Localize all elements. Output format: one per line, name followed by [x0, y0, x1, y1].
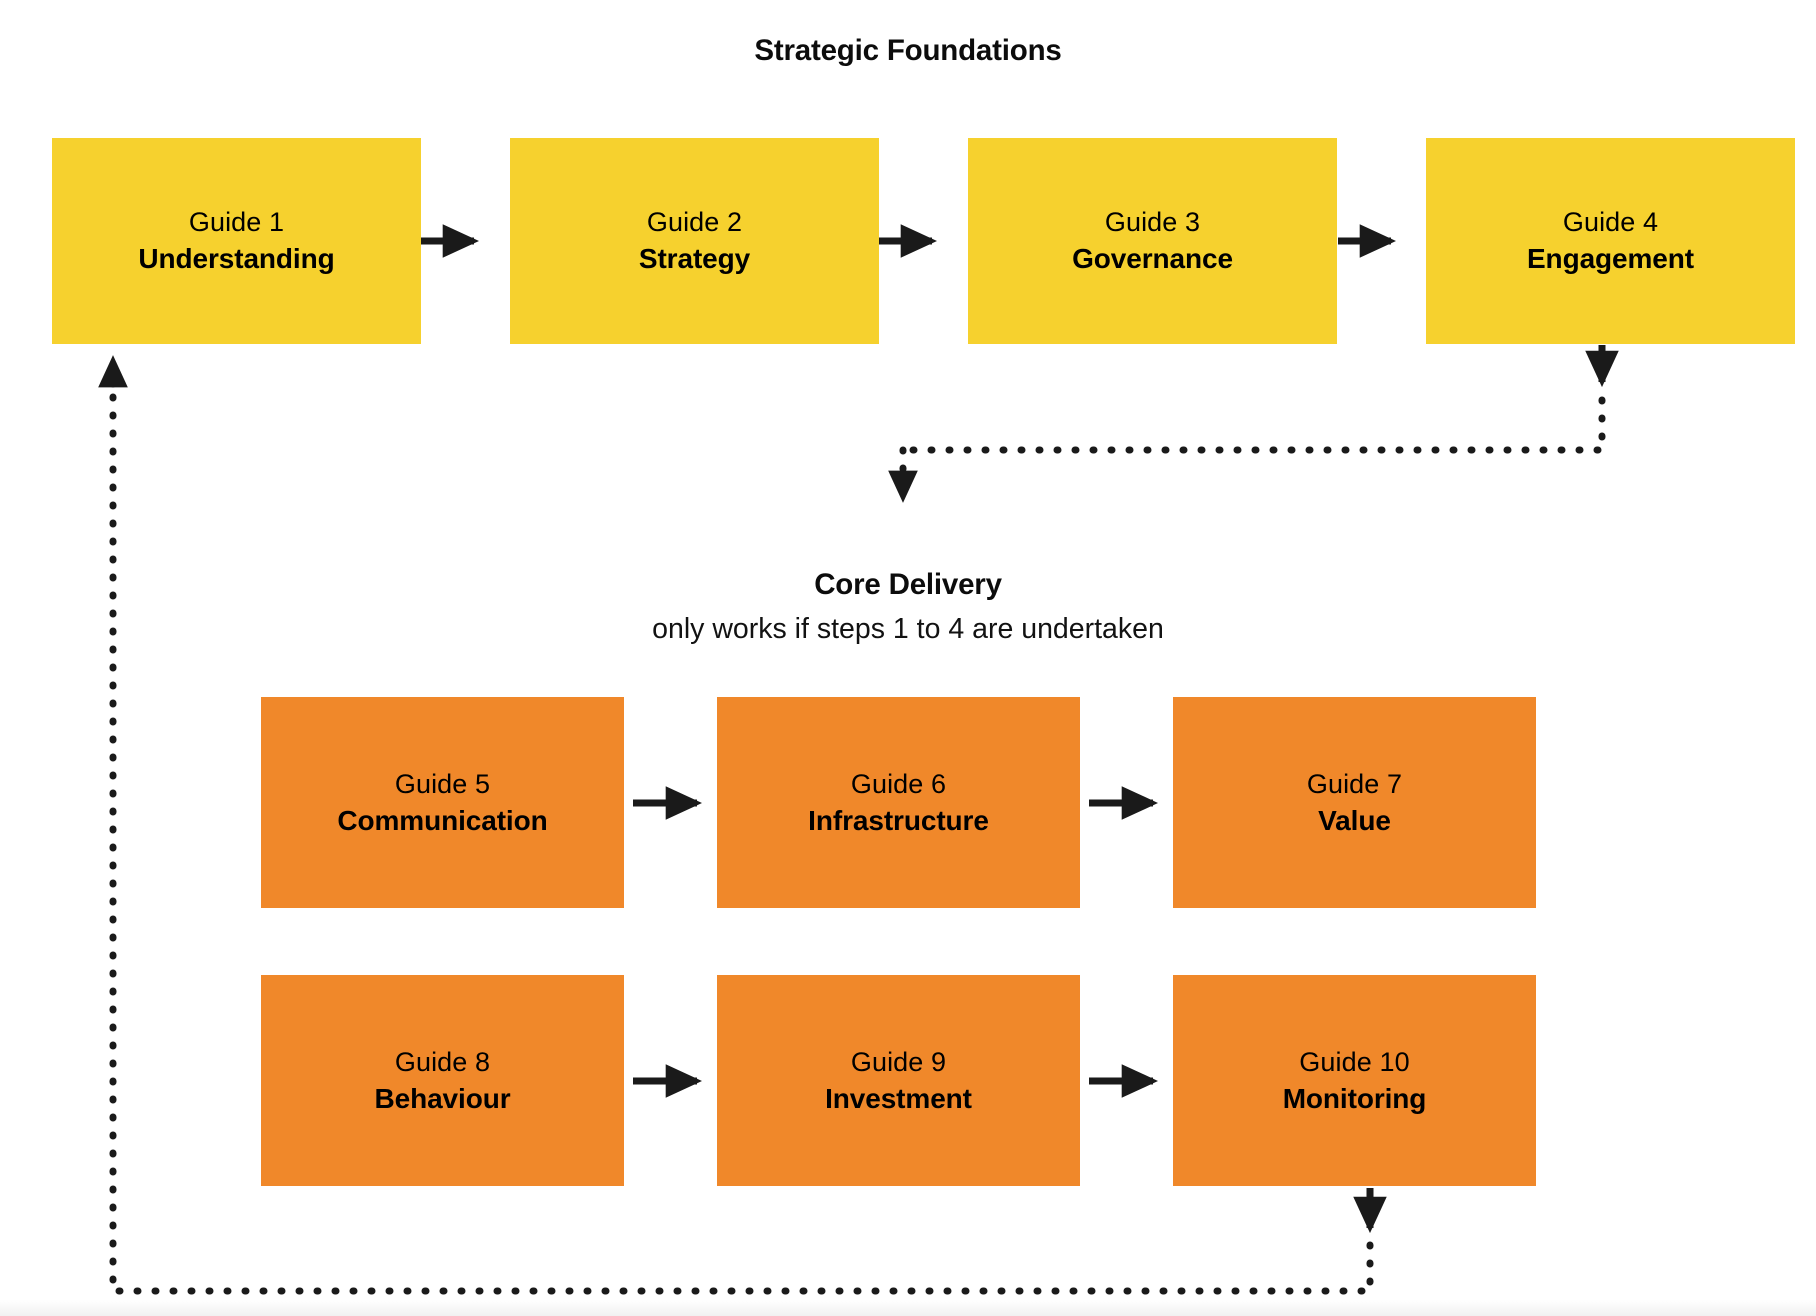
node-guide-3-governance[interactable]: Guide 3 Governance [968, 138, 1337, 344]
node-guide-1-understanding[interactable]: Guide 1 Understanding [52, 138, 421, 344]
section-title-core-delivery: Core Delivery [814, 568, 1002, 601]
node-guide-6-number: Guide 6 [850, 768, 947, 799]
section-title-strategic-foundations: Strategic Foundations [754, 34, 1062, 67]
node-guide-9-number: Guide 9 [850, 1046, 947, 1077]
node-guide-4-number: Guide 4 [1562, 207, 1659, 238]
node-guide-10-number: Guide 10 [1299, 1046, 1410, 1077]
node-guide-7-name: Value [1318, 804, 1391, 836]
node-guide-4-name: Engagement [1526, 243, 1695, 275]
node-guide-6-name: Infrastructure [808, 804, 989, 836]
node-guide-8-behaviour[interactable]: Guide 8 Behaviour [261, 975, 624, 1186]
connector-g4-to-core-delivery [888, 396, 1606, 503]
node-guide-10-name: Monitoring [1282, 1082, 1427, 1114]
node-guide-5-number: Guide 5 [394, 768, 491, 799]
node-guide-7-value[interactable]: Guide 7 Value [1173, 697, 1536, 908]
node-guide-10-monitoring[interactable]: Guide 10 Monitoring [1173, 975, 1536, 1186]
node-guide-5-name: Communication [337, 804, 548, 836]
node-guide-7-number: Guide 7 [1306, 768, 1403, 799]
node-guide-1-name: Understanding [138, 243, 335, 275]
node-guide-6-infrastructure[interactable]: Guide 6 Infrastructure [717, 697, 1080, 908]
node-guide-9-investment[interactable]: Guide 9 Investment [717, 975, 1080, 1186]
node-guide-4-engagement[interactable]: Guide 4 Engagement [1426, 138, 1795, 344]
node-guide-8-name: Behaviour [374, 1082, 511, 1114]
node-guide-1-number: Guide 1 [188, 207, 285, 238]
page-footer-strip [0, 1300, 1816, 1316]
node-guide-2-number: Guide 2 [646, 207, 743, 238]
node-guide-8-number: Guide 8 [394, 1046, 491, 1077]
node-guide-3-number: Guide 3 [1104, 207, 1201, 238]
node-guide-5-communication[interactable]: Guide 5 Communication [261, 697, 624, 908]
node-guide-2-name: Strategy [638, 243, 751, 275]
node-guide-3-name: Governance [1072, 243, 1233, 275]
section-subtitle-core-delivery: only works if steps 1 to 4 are undertake… [652, 613, 1164, 645]
node-guide-2-strategy[interactable]: Guide 2 Strategy [510, 138, 879, 344]
node-guide-9-name: Investment [825, 1082, 972, 1114]
